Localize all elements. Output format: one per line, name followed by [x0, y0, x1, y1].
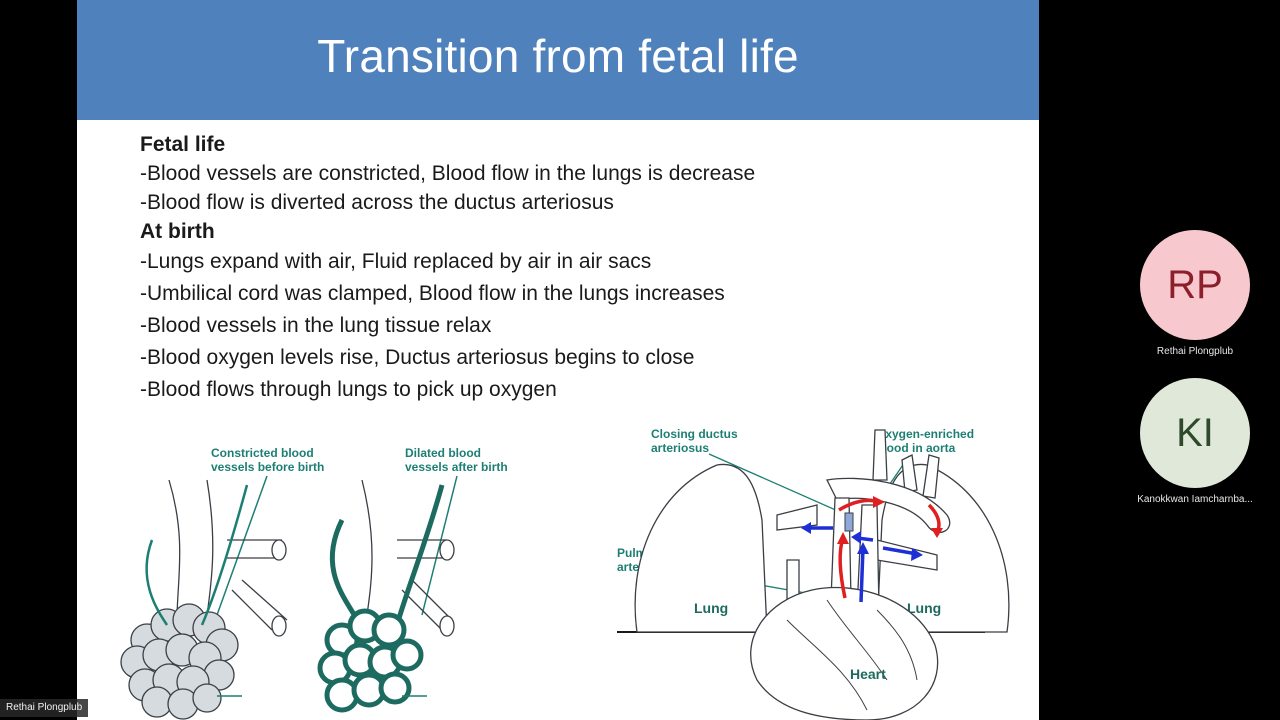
bullet-text: -Umbilical cord was clamped, Blood flow … — [140, 282, 725, 305]
heart-lungs-illustration: Closing ductus arteriosus Oxygen-enriche… — [617, 427, 1010, 720]
label-oxygen-1: Oxygen-enriched — [876, 427, 974, 441]
participant-tile-rp[interactable]: RP Rethai Plongplub — [1120, 230, 1270, 357]
slide-title: Transition from fetal life — [317, 30, 799, 82]
label-lung-left: Lung — [694, 600, 728, 616]
bullet-text: -Blood vessels in the lung tissue relax — [140, 314, 492, 337]
red-arrowhead — [931, 528, 943, 538]
left-lung — [634, 463, 768, 633]
presenter-name-tag: Rethai Plongplub — [0, 699, 89, 717]
red-arrowhead — [873, 496, 885, 508]
label-constricted-2: vessels before birth — [211, 460, 324, 474]
red-arrowhead — [837, 532, 849, 544]
label-oxygen-2: blood in aorta — [876, 441, 956, 455]
slide-header: Transition from fetal life — [77, 0, 1039, 120]
label-dilated-1: Dilated blood — [405, 446, 481, 460]
label-constricted-1: Constricted blood — [211, 446, 314, 460]
ductus-arteriosus — [844, 512, 854, 532]
bullet-text: -Blood vessels are constricted, Blood fl… — [140, 162, 756, 185]
blue-arrowhead — [801, 522, 811, 534]
label-dilated-2: vessels after birth — [405, 460, 508, 474]
label-lung-right: Lung — [907, 600, 941, 616]
bullet-text: -Blood flows through lungs to pick up ox… — [140, 378, 557, 401]
slide-body: Fetal life -Blood vessels are constricte… — [140, 130, 1020, 406]
participant-name: Kanokkwan Iamcharnba... — [1137, 494, 1253, 505]
bullet-text: -Blood flow is diverted across the ductu… — [140, 191, 614, 214]
shared-slide: Transition from fetal life Fetal life -B… — [77, 0, 1039, 720]
alveoli-after-birth — [317, 479, 455, 713]
avatar: KI — [1140, 378, 1250, 488]
heart-shape — [750, 586, 939, 720]
heart-vessels — [786, 599, 918, 711]
blue-arrowhead — [857, 542, 869, 554]
avatar: RP — [1140, 230, 1250, 340]
lung-vessels-illustration: Constricted blood vessels before birth D… — [120, 446, 508, 720]
label-ductus-2: arteriosus — [651, 441, 709, 455]
bullet-text: -Blood oxygen levels rise, Ductus arteri… — [140, 346, 695, 369]
section-heading-birth: At birth — [140, 220, 215, 243]
label-ductus-1: Closing ductus — [651, 427, 738, 441]
blue-arrowhead — [911, 548, 923, 561]
alveoli-before-birth — [120, 479, 288, 720]
participant-tile-ki[interactable]: KI Kanokkwan Iamcharnba... — [1120, 378, 1270, 505]
label-heart: Heart — [850, 666, 886, 682]
section-heading-fetal: Fetal life — [140, 133, 226, 156]
blue-arrowhead — [851, 531, 861, 544]
participant-name: Rethai Plongplub — [1156, 346, 1234, 357]
bullet-text: -Lungs expand with air, Fluid replaced b… — [140, 250, 652, 273]
